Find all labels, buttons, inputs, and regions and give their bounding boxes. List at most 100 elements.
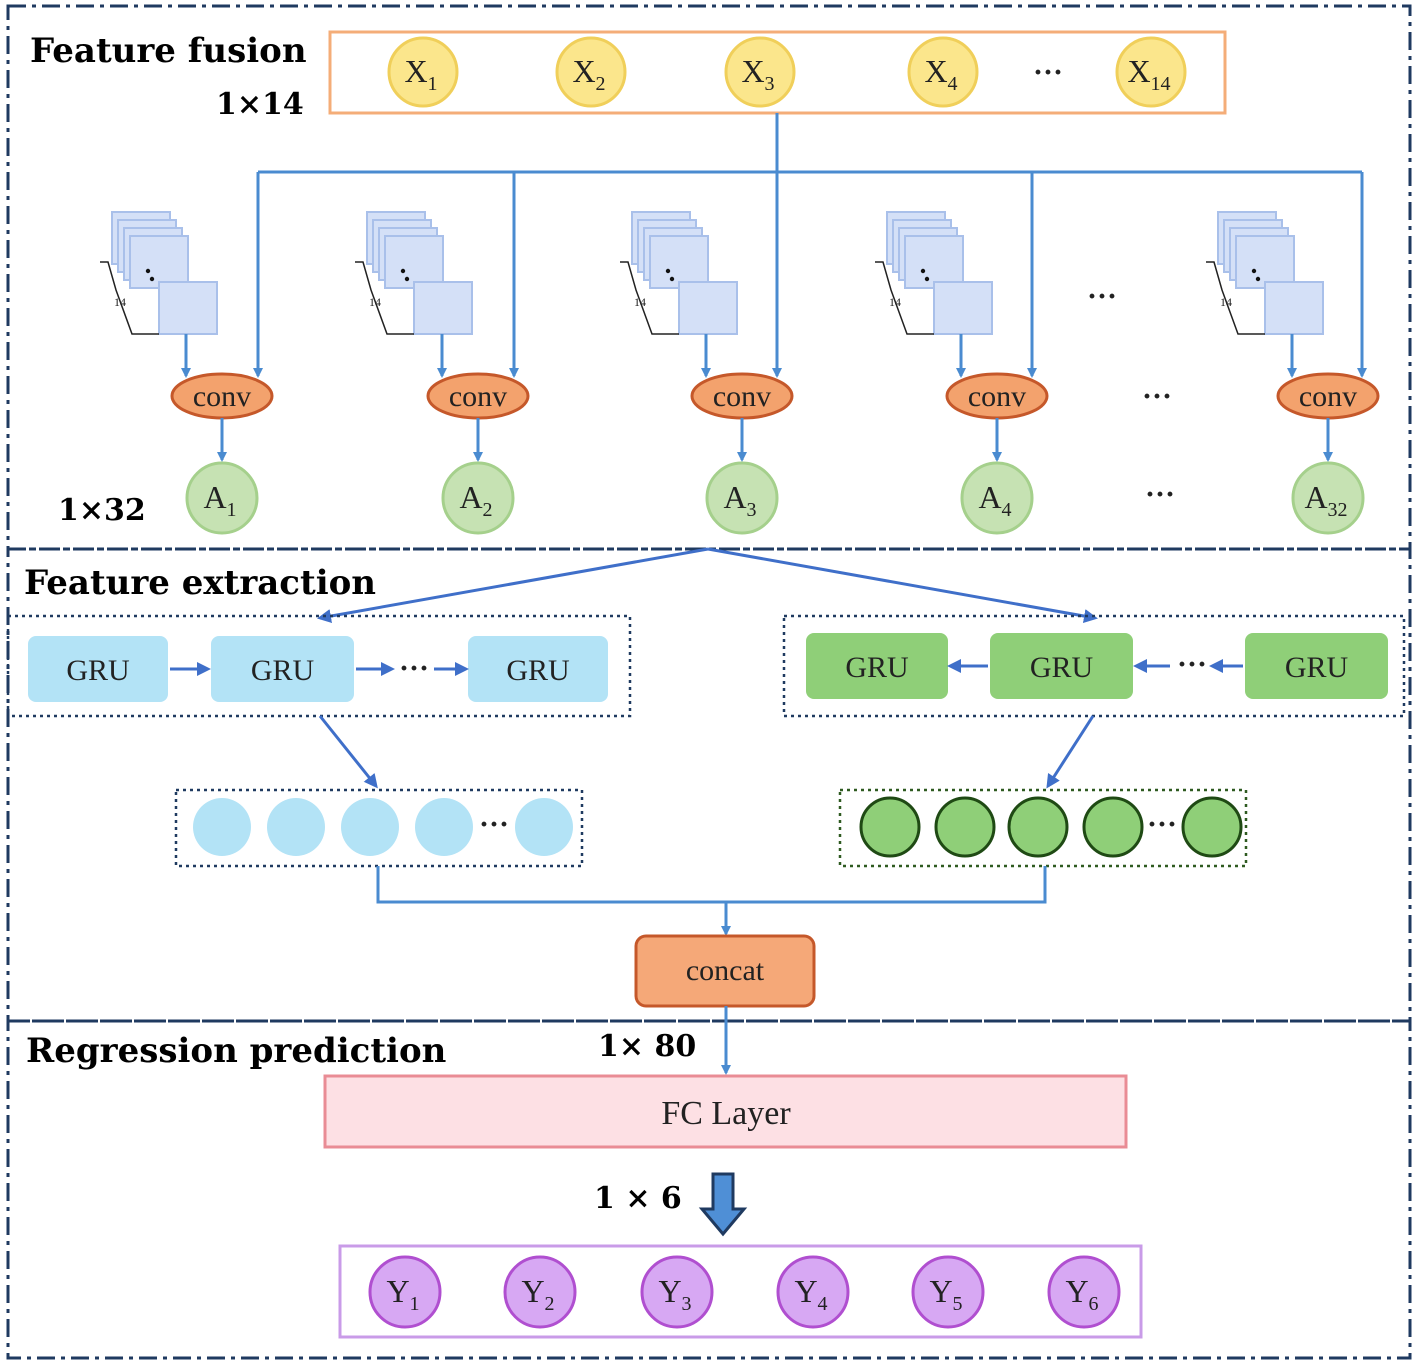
output-node-4	[776, 1255, 850, 1329]
forward-gru-box	[6, 614, 632, 718]
input-ellipsis: ···	[1033, 56, 1063, 89]
forward-gru-cell-1	[28, 636, 168, 702]
kernel-front	[933, 281, 993, 335]
backward-gru-label: GRU	[1285, 651, 1349, 684]
kernel-dot	[924, 276, 930, 282]
forward-gru-chain: GRU GRU GRU ···	[28, 636, 608, 702]
backward-gru-cell-2	[990, 633, 1133, 699]
kernel-dot	[665, 268, 671, 274]
arrow-to-backward-gru	[707, 547, 1098, 623]
backward-state-node	[934, 796, 996, 858]
kernel-layer	[904, 235, 964, 289]
kernel-size-label: 14	[634, 295, 646, 309]
concat-dim-label: 1× 80	[598, 1029, 696, 1064]
kernel-bracket	[100, 261, 159, 335]
forward-gru-label: GRU	[66, 654, 130, 687]
regression-frame	[6, 1019, 1412, 1360]
kernel-dot	[669, 276, 675, 282]
output-node-label-2: Y2	[521, 1273, 554, 1315]
kernel-bracket	[620, 261, 679, 335]
forward-gru-cell-2	[211, 636, 354, 702]
output-dim-label: 1 × 6	[594, 1181, 682, 1216]
input-node-3	[724, 36, 796, 108]
input-node-label-2: X2	[572, 53, 605, 95]
section-title-regression: Regression prediction	[26, 1031, 446, 1071]
a-ellipsis: ···	[1145, 478, 1175, 511]
feature-extraction-frame	[6, 547, 1412, 1023]
kernel-layer	[129, 235, 189, 289]
conv-label: conv	[449, 380, 507, 413]
conv-output-node-4	[960, 461, 1034, 535]
kernel-layer	[384, 235, 444, 289]
conv-output-label-1: A1	[203, 479, 236, 521]
kernel-layer	[1235, 235, 1295, 289]
arrow-forward-to-states	[318, 715, 378, 789]
kernel-ellipsis: ···	[1087, 280, 1117, 313]
section-title-fusion: Feature fusion	[30, 31, 307, 71]
forward-gru-label: GRU	[251, 654, 315, 687]
output-node-label-3: Y3	[658, 1273, 691, 1315]
backward-gru-cell-1	[806, 633, 948, 699]
conv-dim-label: 1×32	[58, 493, 146, 528]
kernel-dot	[149, 276, 155, 282]
forward-gru-ellipsis: ···	[399, 652, 429, 685]
input-node-2	[555, 36, 627, 108]
kernel-bracket	[875, 261, 934, 335]
forward-states-box	[174, 788, 584, 868]
backward-state-node	[859, 796, 921, 858]
forward-state-node	[515, 798, 573, 856]
output-node-label-4: Y4	[794, 1273, 827, 1315]
kernel-dot	[145, 268, 151, 274]
input-node-4	[907, 36, 979, 108]
backward-gru-cell-3	[1245, 633, 1388, 699]
kernel-size-label: 14	[1220, 295, 1232, 309]
conv-output-label-4: A4	[978, 479, 1011, 521]
conv-label: conv	[713, 380, 771, 413]
input-node-1	[387, 36, 459, 108]
fc-layer-label: FC Layer	[661, 1095, 791, 1132]
kernel-front	[158, 281, 218, 335]
output-node-label-1: Y1	[386, 1273, 419, 1315]
backward-gru-chain: GRU GRU GRU ···	[806, 633, 1388, 699]
output-node-6	[1047, 1255, 1121, 1329]
conv-output-label-32: A32	[1304, 479, 1347, 521]
kernel-bracket	[1206, 261, 1265, 335]
concat-label: concat	[686, 954, 765, 987]
backward-state-node	[1007, 796, 1069, 858]
output-node-1	[368, 1255, 442, 1329]
kernel-dot	[1251, 268, 1257, 274]
conv-label: conv	[1299, 380, 1357, 413]
forward-state-node	[341, 798, 399, 856]
conv-groups: 14convA114convA214convA314convA414convA3…	[100, 172, 1380, 535]
backward-gru-label: GRU	[845, 651, 909, 684]
forward-gru-label: GRU	[506, 654, 570, 687]
forward-state-node	[415, 798, 473, 856]
kernel-dot	[1255, 276, 1261, 282]
backward-gru-label: GRU	[1030, 651, 1094, 684]
conv-label: conv	[968, 380, 1026, 413]
kernel-front	[678, 281, 738, 335]
backward-state-node	[1181, 796, 1243, 858]
arrow-backward-to-states	[1046, 715, 1095, 789]
backward-gru-ellipsis: ···	[1177, 648, 1207, 681]
block-arrow-down-icon	[698, 1172, 748, 1237]
kernel-front	[413, 281, 473, 335]
conv-label: conv	[193, 380, 251, 413]
conv-output-label-3: A3	[723, 479, 756, 521]
forward-state-node	[193, 798, 251, 856]
backward-states-box	[838, 788, 1248, 868]
conv-output-node-1	[185, 461, 259, 535]
kernel-front	[1264, 281, 1324, 335]
section-title-extraction: Feature extraction	[24, 563, 376, 603]
forward-state-node	[267, 798, 325, 856]
kernel-dot	[400, 268, 406, 274]
output-node-2	[503, 1255, 577, 1329]
kernel-dot	[920, 268, 926, 274]
